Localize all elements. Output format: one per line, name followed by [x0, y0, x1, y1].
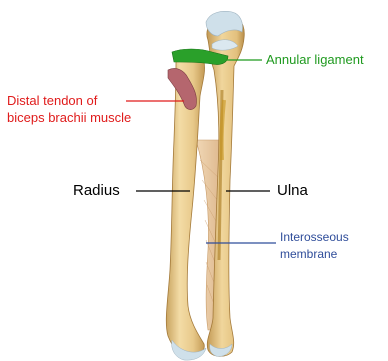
radius-label: Radius [73, 183, 120, 198]
interosseous-membrane-label-line2: membrane [280, 248, 337, 260]
interosseous-membrane-label-line1: Interosseous [280, 231, 349, 243]
biceps-tendon-label-line2: biceps brachii muscle [7, 111, 131, 124]
biceps-tendon-label-line1: Distal tendon of [7, 94, 97, 107]
ulna-label: Ulna [277, 183, 308, 198]
annular-ligament-label: Annular ligament [266, 53, 364, 66]
